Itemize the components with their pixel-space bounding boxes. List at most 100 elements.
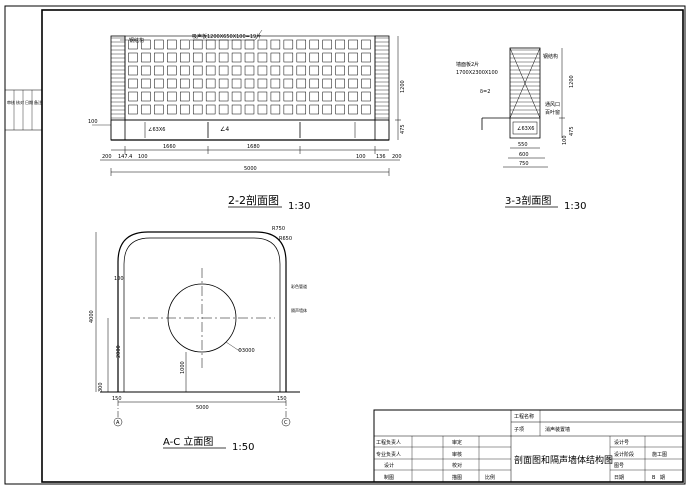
elev-pipe: 彩色管道 — [291, 283, 307, 289]
s33-label-vent2: 百叶窗 — [545, 109, 560, 116]
tb-row4-b: 描图 — [452, 474, 462, 481]
elev-dim-150: 150 — [112, 396, 122, 402]
acoustic-panel — [348, 52, 358, 63]
acoustic-panel — [205, 104, 216, 115]
acoustic-panel — [283, 52, 294, 63]
elev-dim-300: 300 — [98, 382, 104, 392]
s22-dim-100: 100 — [138, 154, 148, 160]
acoustic-panel — [154, 65, 164, 76]
drawing-border — [41, 9, 684, 483]
acoustic-panel — [167, 91, 177, 102]
acoustic-panel — [231, 65, 242, 76]
acoustic-panel — [244, 65, 255, 76]
acoustic-panel — [283, 39, 294, 50]
acoustic-panel — [296, 52, 307, 63]
acoustic-panel — [231, 78, 242, 89]
s33-dim-600: 600 — [519, 152, 529, 158]
acoustic-panel — [154, 78, 164, 89]
acoustic-panel — [309, 52, 319, 63]
s22-dim-r136: 136 — [376, 154, 386, 160]
section-3-3: ∠63X6 钢结构 墙面板2片 1700X2300X100 δ=2 通风口 百叶… — [456, 47, 586, 212]
s22-label-angle2: ∠4 — [220, 126, 229, 133]
acoustic-panel — [205, 78, 216, 89]
acoustic-panel — [335, 78, 345, 89]
elev-dim-1000: 1000 — [180, 361, 186, 374]
elev-dim-150r: 150 — [277, 396, 287, 402]
side-strip-text-2: 核对 — [16, 99, 24, 105]
tb-right-1: 设计号 — [614, 439, 629, 446]
s33-dim-750: 750 — [519, 161, 529, 167]
acoustic-panel — [361, 65, 371, 76]
s22-dim-r100: 100 — [356, 154, 366, 160]
acoustic-panel — [309, 91, 319, 102]
acoustic-panel — [348, 91, 358, 102]
acoustic-panel — [309, 78, 319, 89]
s22-dim-h-bot: 475 — [400, 124, 406, 134]
acoustic-panel — [231, 39, 242, 50]
acoustic-panel — [128, 78, 138, 89]
acoustic-panel — [335, 39, 345, 50]
acoustic-panel — [218, 78, 229, 89]
acoustic-panel — [192, 91, 203, 102]
acoustic-panel — [192, 39, 203, 50]
elev-dim-4000: 4000 — [89, 310, 95, 323]
acoustic-panel — [335, 104, 345, 115]
acoustic-panel — [180, 52, 190, 63]
acoustic-panel — [154, 91, 164, 102]
acoustic-panel — [244, 91, 255, 102]
acoustic-panel — [361, 39, 371, 50]
acoustic-panel — [167, 52, 177, 63]
acoustic-panel — [167, 65, 177, 76]
tb-right-4: 日期 — [614, 475, 624, 481]
acoustic-panel — [296, 65, 307, 76]
acoustic-panel — [335, 91, 345, 102]
acoustic-panel — [322, 65, 332, 76]
elev-dim-5000: 5000 — [196, 405, 209, 411]
tb-page-suffix: 期 — [660, 475, 665, 481]
acoustic-panel — [270, 78, 281, 89]
left-brick-column — [110, 35, 126, 141]
acoustic-panel — [154, 104, 164, 115]
acoustic-panel — [322, 39, 332, 50]
acoustic-panel — [180, 104, 190, 115]
elev-scale: 1:50 — [232, 442, 254, 453]
acoustic-panel — [128, 91, 138, 102]
acoustic-panel — [257, 52, 268, 63]
acoustic-panel — [141, 78, 151, 89]
s22-dim-r200: 200 — [392, 154, 402, 160]
acoustic-panel — [361, 52, 371, 63]
side-strip: 审核 核对 日期 备注 — [5, 89, 42, 131]
s33-dim-550: 550 — [518, 142, 528, 148]
acoustic-panel — [167, 39, 177, 50]
s33-scale: 1:30 — [564, 201, 586, 212]
tb-page-label: B — [652, 475, 656, 481]
outer-frame — [4, 5, 686, 485]
acoustic-panel — [361, 91, 371, 102]
acoustic-panel — [128, 39, 138, 50]
acoustic-panel — [257, 91, 268, 102]
acoustic-panel — [205, 52, 216, 63]
elevation-a-c: A C R750 R650 彩色管道 隔声墙体 Φ3000 4000 2000 … — [89, 226, 307, 453]
s22-dim-147: 147.4 — [118, 154, 132, 160]
acoustic-panel — [244, 104, 255, 115]
acoustic-panel — [218, 52, 229, 63]
acoustic-panel — [283, 104, 294, 115]
acoustic-panel — [180, 65, 190, 76]
acoustic-panel — [154, 39, 164, 50]
acoustic-panel — [348, 104, 358, 115]
acoustic-panel — [322, 78, 332, 89]
acoustic-panel — [244, 52, 255, 63]
s33-label-panel: 墙面板2片 — [456, 61, 479, 68]
s22-scale: 1:30 — [288, 201, 310, 212]
acoustic-panel — [257, 65, 268, 76]
acoustic-panel — [167, 104, 177, 115]
acoustic-panel — [244, 39, 255, 50]
acoustic-panel — [335, 52, 345, 63]
acoustic-panel — [348, 39, 358, 50]
tb-row4-a: 制图 — [384, 474, 394, 481]
tb-row2-b: 审核 — [452, 451, 462, 458]
acoustic-panel — [218, 104, 229, 115]
acoustic-panel — [270, 104, 281, 115]
acoustic-panel — [141, 65, 151, 76]
